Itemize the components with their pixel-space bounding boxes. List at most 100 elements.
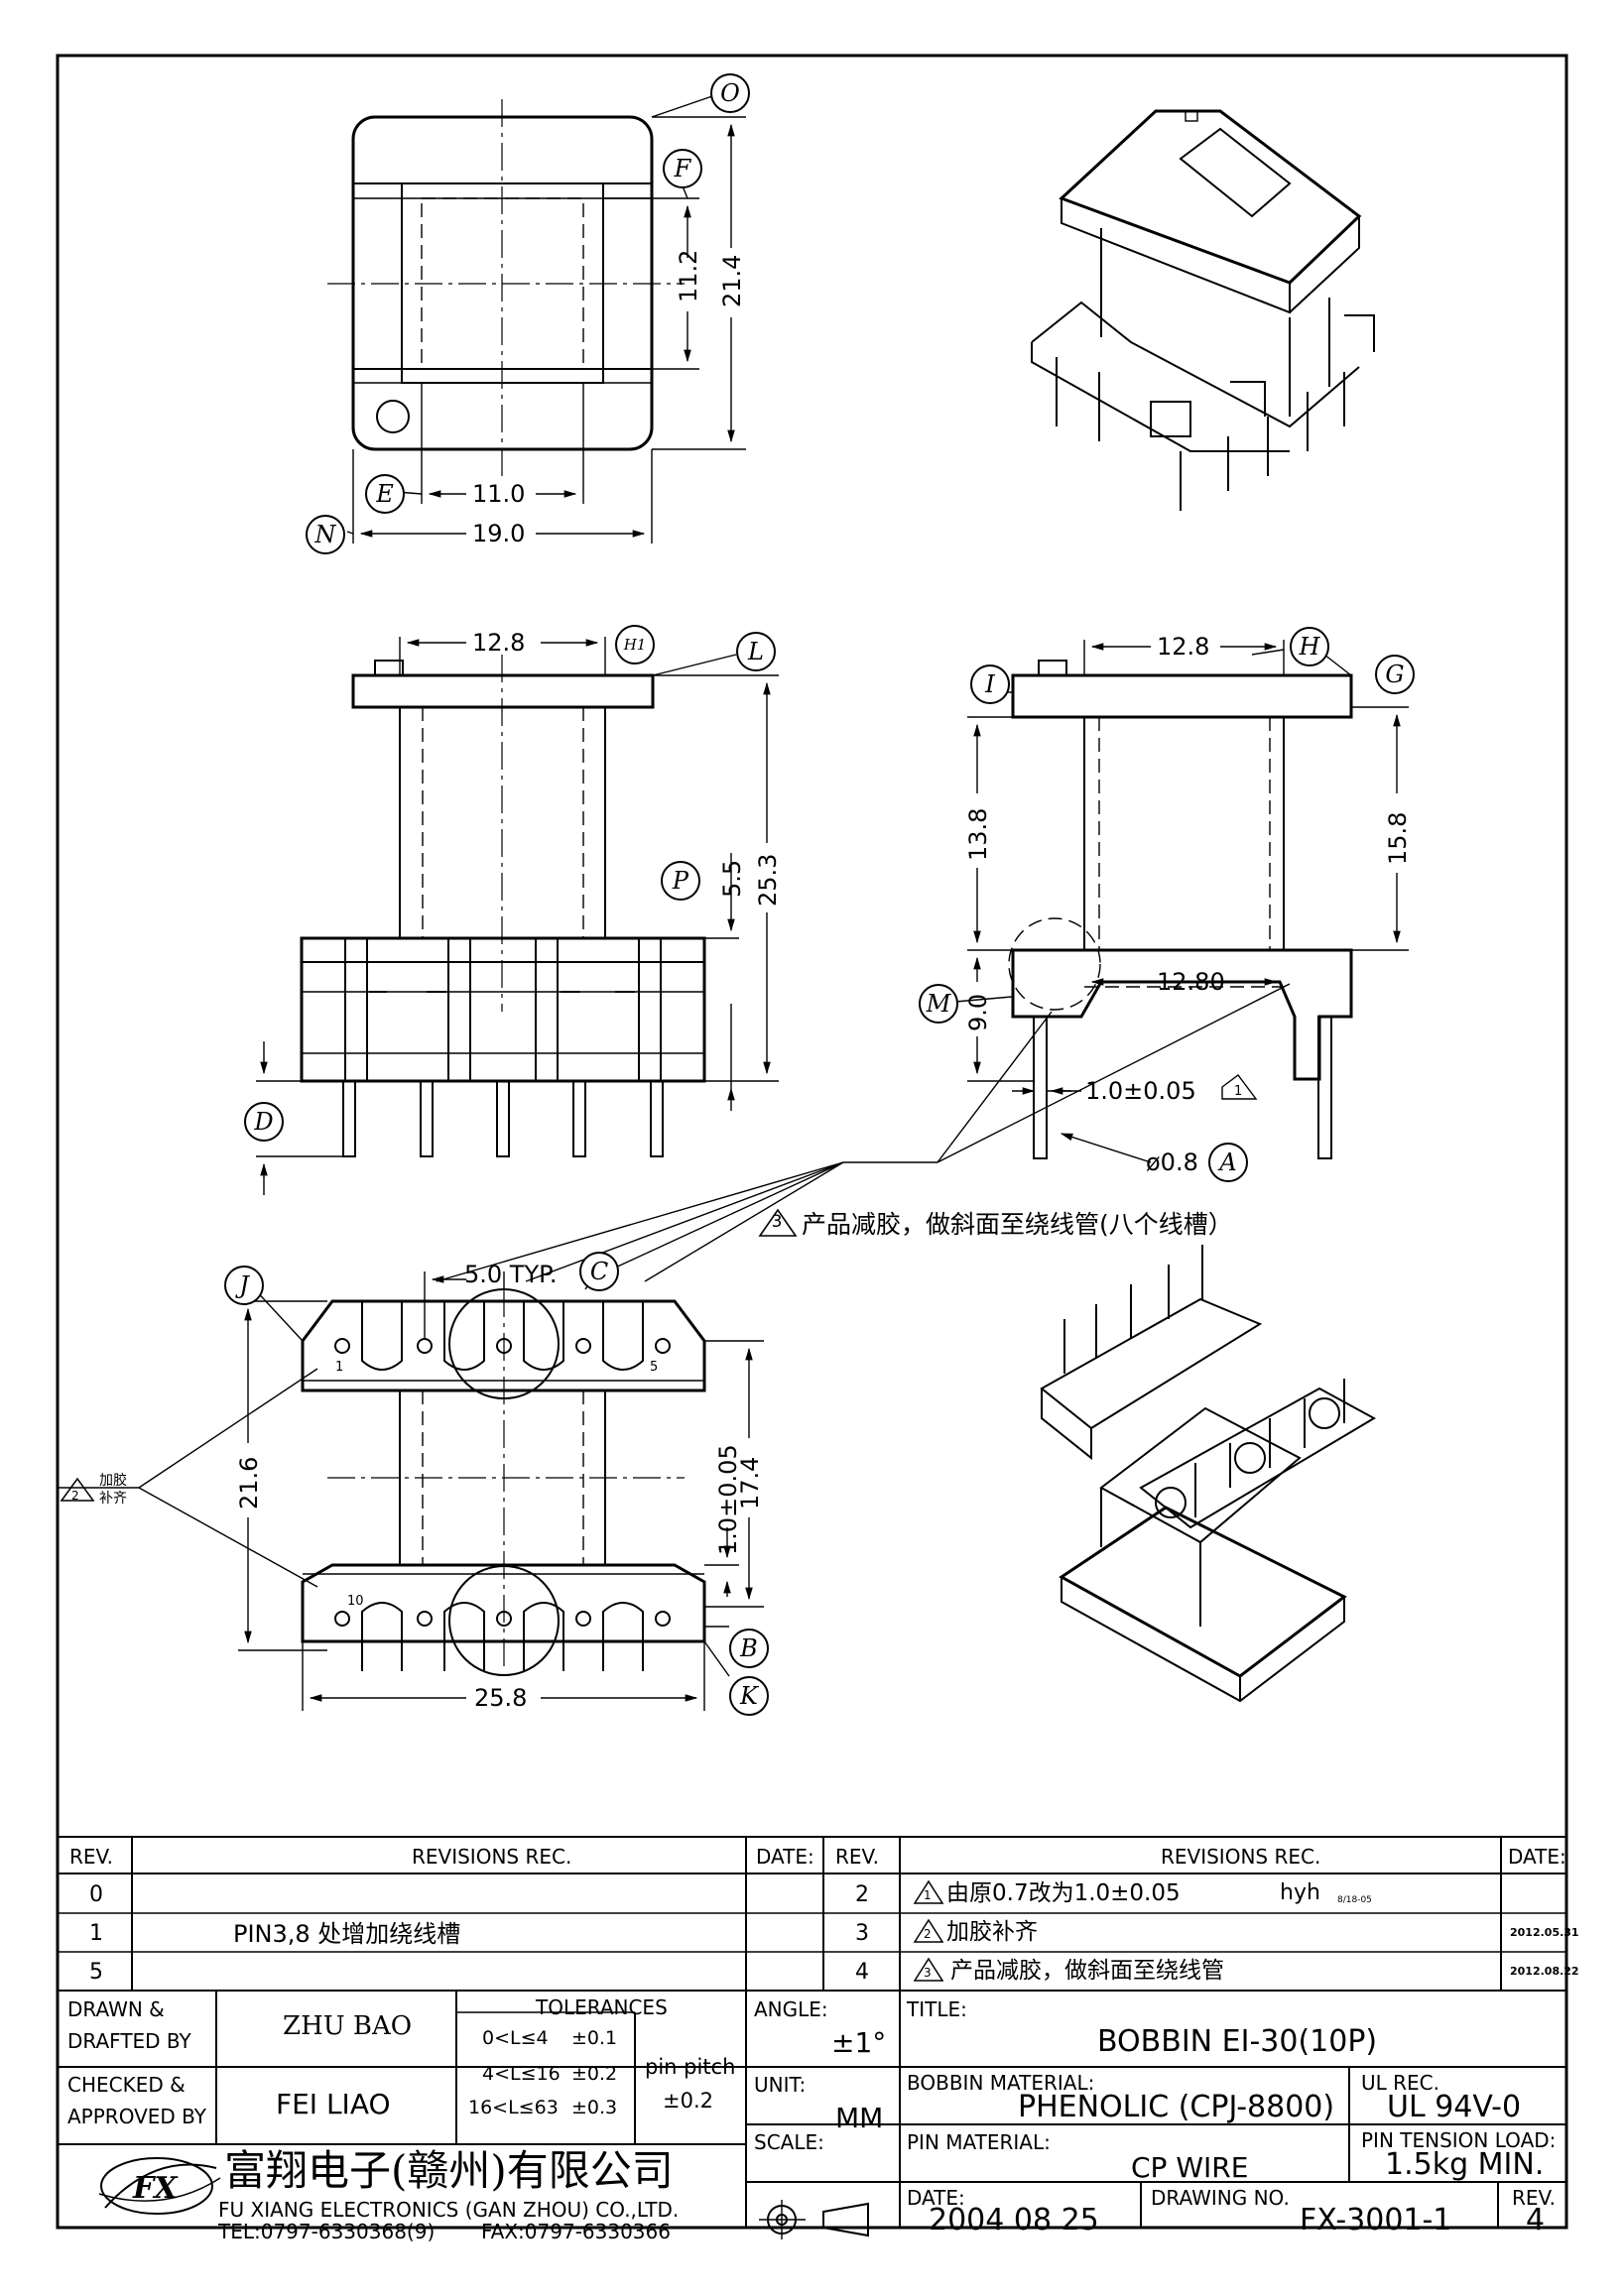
tol-val-2: ±0.2 (571, 2063, 618, 2085)
right-rev-2-text: 由原0.7改为1.0±0.05 (946, 1880, 1181, 1906)
unit-label: UNIT: (754, 2073, 807, 2097)
right-rev-3: 3 (855, 1921, 869, 1946)
angle-val: ±1° (831, 2026, 887, 2059)
title-label: TITLE: (907, 1997, 967, 2021)
dim-1-0-bottom: 1.0±0.05 (714, 1444, 742, 1555)
ul-value: UL 94V-0 (1387, 2090, 1522, 2124)
front-view (256, 637, 779, 1195)
pin-pitch-val: ±0.2 (663, 2089, 713, 2113)
dim-11-2: 11.2 (675, 249, 702, 302)
dim-5-5: 5.5 (718, 859, 746, 898)
dim-12-8-side: 12.8 (1157, 633, 1210, 661)
right-rev-3-text: 加胶补齐 (946, 1919, 1038, 1945)
note-2-mark: 2 (71, 1489, 79, 1503)
dim-11-0: 11.0 (472, 480, 526, 508)
left-rev-0: 0 (89, 1882, 103, 1907)
scale-label: SCALE: (754, 2130, 824, 2154)
top-view (327, 95, 746, 544)
ref-bubble-d: D (244, 1102, 284, 1142)
checked-label-2: APPROVED BY (67, 2105, 207, 2128)
pin-pitch-label: pin pitch (645, 2055, 736, 2079)
pin-material-value: CP WIRE (1131, 2151, 1249, 2184)
ref-bubble-i: I (970, 665, 1010, 704)
tolerances-label: TOLERANCES (536, 1995, 668, 2019)
rev-label: REV. (1512, 2186, 1556, 2210)
ref-bubble-n: N (306, 515, 345, 554)
company-fax: FAX:0797-6330366 (481, 2220, 671, 2243)
date-header-right: DATE: (1508, 1845, 1566, 1869)
tol-range-2: 4<L≤16 (482, 2063, 561, 2085)
tol-range-3: 16<L≤63 (468, 2097, 559, 2118)
tol-range-1: 0<L≤4 (482, 2027, 549, 2049)
note-2-line-2: 补齐 (99, 1491, 127, 1507)
angle-label: ANGLE: (754, 1997, 828, 2021)
dim-15-8: 15.8 (1384, 811, 1412, 865)
rev-mark-1: 1 (1234, 1084, 1243, 1099)
title-block-grid (58, 1836, 1566, 2239)
date-value: 2004 08 25 (929, 2203, 1099, 2237)
dim-1-0-side: 1.0±0.05 (1085, 1077, 1196, 1105)
ref-bubble-m: M (919, 984, 958, 1024)
revisions-header-right: REVISIONS REC. (1161, 1845, 1321, 1869)
rev-triangle-3-icon (913, 1957, 944, 1982)
drawn-label-1: DRAWN & (67, 1997, 165, 2021)
fx-logo-icon: FX (98, 2157, 221, 2215)
ref-bubble-c: C (579, 1252, 619, 1291)
company-name-en: FU XIANG ELECTRONICS (GAN ZHOU) CO.,LTD. (218, 2198, 680, 2222)
dim-12-80: 12.80 (1157, 968, 1225, 996)
left-rev-1: 1 (89, 1921, 103, 1946)
title-value: BOBBIN EI-30(10P) (1097, 2024, 1378, 2059)
pin-tension-label: PIN TENSION LOAD: (1361, 2128, 1557, 2152)
pin-tension-value: 1.5kg MIN. (1385, 2147, 1545, 2182)
note-2-leaders (58, 1368, 318, 1588)
bobbin-material-label: BOBBIN MATERIAL: (907, 2071, 1095, 2095)
pin-label-1: 1 (335, 1360, 344, 1375)
pin-material-label: PIN MATERIAL: (907, 2130, 1051, 2154)
note-3-mark: 3 (771, 1212, 783, 1232)
tol-val-1: ±0.1 (571, 2027, 618, 2049)
right-rev-2-small: 8/18-05 (1337, 1895, 1372, 1905)
isometric-bottom (1040, 1245, 1377, 1703)
ref-bubble-a: A (1208, 1143, 1248, 1182)
dim-21-4: 21.4 (718, 254, 746, 307)
ref-bubble-f: F (663, 149, 702, 188)
tol-val-3: ±0.3 (571, 2097, 618, 2118)
dim-9-0: 9.0 (964, 993, 992, 1031)
note-3-triangle-icon (758, 1208, 798, 1237)
rev-triangle-2-icon (913, 1918, 944, 1943)
ref-bubble-k: K (729, 1676, 769, 1716)
ref-bubble-j: J (224, 1266, 264, 1305)
date-header-left: DATE: (756, 1845, 814, 1869)
rev-value: 4 (1526, 2203, 1546, 2237)
dim-5-0-typ: 5.0 TYP. (464, 1261, 558, 1288)
unit-val: MM (835, 2102, 884, 2134)
right-rev-2-by: hyh (1280, 1880, 1320, 1905)
right-rev-3-date: 2012.05.31 (1510, 1926, 1579, 1939)
rev-triangle-1-icon (913, 1879, 944, 1904)
bobbin-material-value: PHENOLIC (CPJ-8800) (1018, 2090, 1335, 2124)
dim-21-6: 21.6 (235, 1456, 263, 1510)
right-rev-4-date: 2012.08.22 (1510, 1965, 1579, 1978)
svg-text:FX: FX (132, 2171, 179, 2206)
pin-label-10: 10 (347, 1594, 364, 1609)
note-3-text: 产品减胶，做斜面至绕线管(八个线槽） (802, 1210, 1233, 1239)
dim-25-3: 25.3 (754, 853, 782, 906)
dim-pin-dia: ø0.8 (1146, 1148, 1198, 1176)
right-rev-2-mark: 1 (924, 1888, 932, 1902)
checked-by: FEI LIAO (276, 2088, 391, 2120)
drawing-no-label: DRAWING NO. (1151, 2186, 1290, 2210)
ul-label: UL REC. (1361, 2071, 1439, 2095)
company-name-cn: 富翔电子(赣州)有限公司 (224, 2146, 674, 2195)
isometric-top (1031, 109, 1375, 511)
pin-label-5: 5 (650, 1360, 659, 1375)
ref-bubble-o: O (710, 73, 750, 113)
ref-bubble-g: G (1375, 655, 1415, 694)
rev-header-right: REV. (835, 1845, 879, 1869)
ref-bubble-p: P (661, 861, 700, 901)
dim-12-8-front: 12.8 (472, 629, 526, 657)
ref-bubble-e: E (365, 474, 405, 514)
sheet-border (56, 54, 1568, 2230)
left-rev-5: 5 (89, 1960, 103, 1985)
ref-bubble-h: H (1290, 627, 1329, 666)
